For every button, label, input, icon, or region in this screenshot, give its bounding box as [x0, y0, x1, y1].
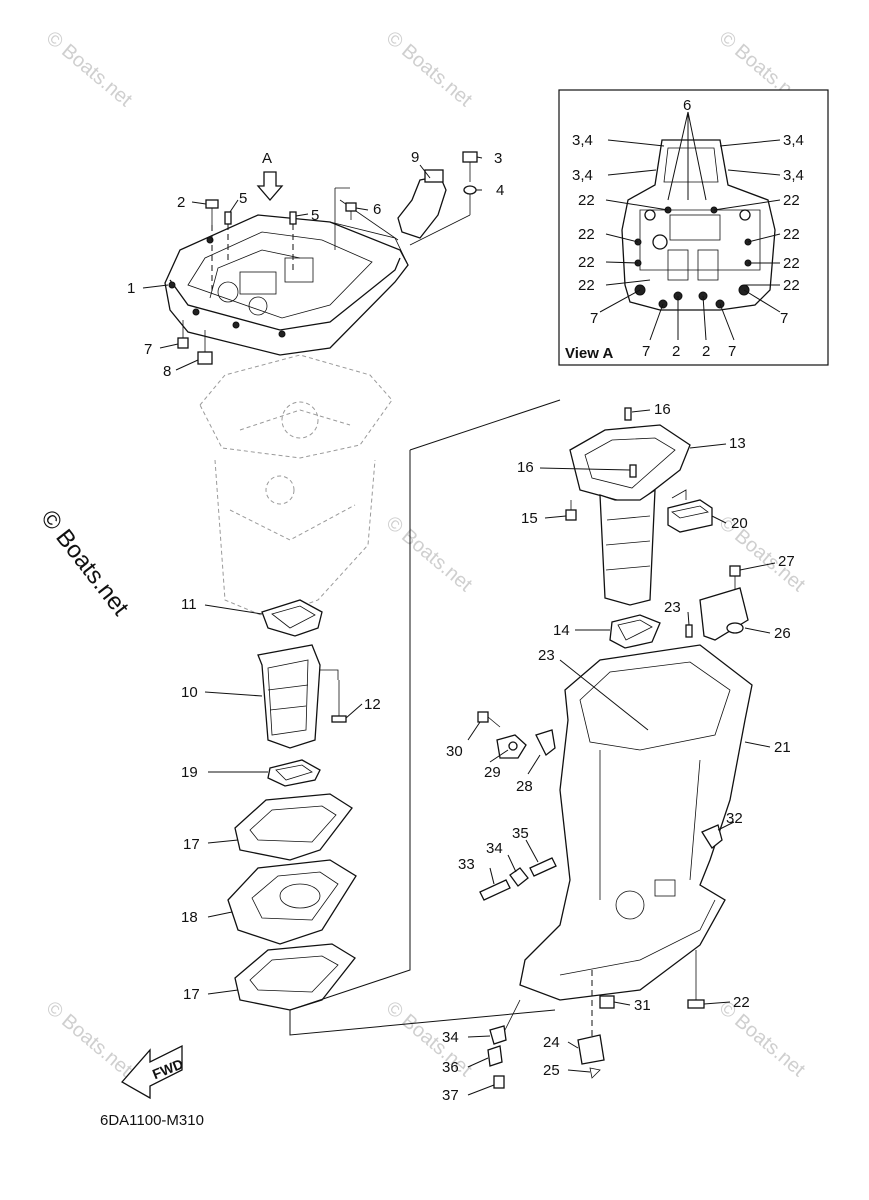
view-a-label-7: 7	[780, 310, 788, 327]
callout-16: 16	[654, 401, 671, 418]
callout-27: 27	[778, 553, 795, 570]
callout-23: 23	[664, 599, 681, 616]
callout-10: 10	[181, 684, 198, 701]
view-a-label-3-4: 3,4	[783, 167, 804, 184]
callout-8: 8	[163, 363, 171, 380]
callout-11: 11	[181, 596, 197, 613]
callout-numbers: 1 2 3 4 5 5 6 7 8 9 10 11 12 13 14 15 16…	[127, 149, 795, 1104]
callout-18: 18	[181, 909, 198, 926]
callout-9: 9	[411, 149, 419, 166]
callout-leaders	[142, 156, 776, 1096]
view-a-label-7: 7	[728, 343, 736, 360]
view-a-label-22: 22	[783, 192, 800, 209]
view-arrow-label: A	[262, 150, 272, 167]
callout-6: 6	[373, 201, 381, 218]
callout-5: 5	[239, 190, 247, 207]
callout-34: 34	[486, 840, 503, 857]
callout-17: 17	[183, 986, 200, 1003]
view-a-inset: 6 3,4 3,4 3,4 3,4 22 22 22 22 22 22 22 2…	[558, 89, 829, 366]
callout-12: 12	[364, 696, 381, 713]
callout-31: 31	[634, 997, 651, 1014]
view-a-label-3-4: 3,4	[572, 167, 593, 184]
view-a-label-22: 22	[783, 255, 800, 272]
callout-5: 5	[311, 207, 319, 224]
callout-16: 16	[517, 459, 534, 476]
view-a-label-7: 7	[590, 310, 598, 327]
callout-15: 15	[521, 510, 538, 527]
diagram-code: 6DA1100-M310	[100, 1112, 204, 1129]
callout-29: 29	[484, 764, 501, 781]
callout-26: 26	[774, 625, 791, 642]
watermark: © Boats.net	[42, 997, 137, 1081]
callout-35: 35	[512, 825, 529, 842]
callout-21: 21	[774, 739, 791, 756]
callout-19: 19	[181, 764, 198, 781]
view-a-label-22: 22	[783, 277, 800, 294]
callout-32: 32	[726, 810, 743, 827]
view-a-label-22: 22	[578, 192, 595, 209]
callout-22: 22	[733, 994, 750, 1011]
callout-25: 25	[543, 1062, 560, 1079]
watermark: © Boats.net	[715, 512, 810, 596]
callout-7: 7	[144, 341, 152, 358]
view-arrow-icon	[256, 171, 284, 201]
callout-13: 13	[729, 435, 746, 452]
callout-33: 33	[458, 856, 475, 873]
callout-30: 30	[446, 743, 463, 760]
lower-casing-parts	[477, 407, 753, 1089]
callout-1: 1	[127, 280, 135, 297]
callout-17: 17	[183, 836, 200, 853]
callout-20: 20	[731, 515, 748, 532]
callout-14: 14	[553, 622, 570, 639]
view-a-label-2: 2	[702, 343, 710, 360]
view-a-label-22: 22	[578, 277, 595, 294]
watermark: © Boats.net	[42, 27, 137, 111]
callout-37: 37	[442, 1087, 459, 1104]
callout-34: 34	[442, 1029, 459, 1046]
engine-phantom-outline	[199, 354, 393, 619]
forward-direction-indicator: FWD	[120, 1044, 186, 1100]
view-a-label-22: 22	[578, 254, 595, 271]
watermark: © Boats.net	[715, 997, 810, 1081]
callout-2: 2	[177, 194, 185, 211]
view-a-label-6: 6	[683, 97, 691, 114]
view-a-label-2: 2	[672, 343, 680, 360]
view-a-label-22: 22	[578, 226, 595, 243]
left-stack-parts	[227, 399, 561, 1036]
view-a-label-22: 22	[783, 226, 800, 243]
side-watermark: © Boats.net	[35, 505, 134, 621]
view-a-label-7: 7	[642, 343, 650, 360]
callout-24: 24	[543, 1034, 560, 1051]
callout-23: 23	[538, 647, 555, 664]
watermark: © Boats.net	[382, 997, 477, 1081]
view-a-title: View A	[565, 345, 614, 362]
callout-4: 4	[496, 182, 504, 199]
watermark: © Boats.net	[382, 512, 477, 596]
watermark: © Boats.net	[382, 27, 477, 111]
callout-36: 36	[442, 1059, 459, 1076]
upper-casing: A	[164, 150, 478, 365]
view-a-label-3-4: 3,4	[572, 132, 593, 149]
view-a-label-3-4: 3,4	[783, 132, 804, 149]
callout-3: 3	[494, 150, 502, 167]
callout-28: 28	[516, 778, 533, 795]
